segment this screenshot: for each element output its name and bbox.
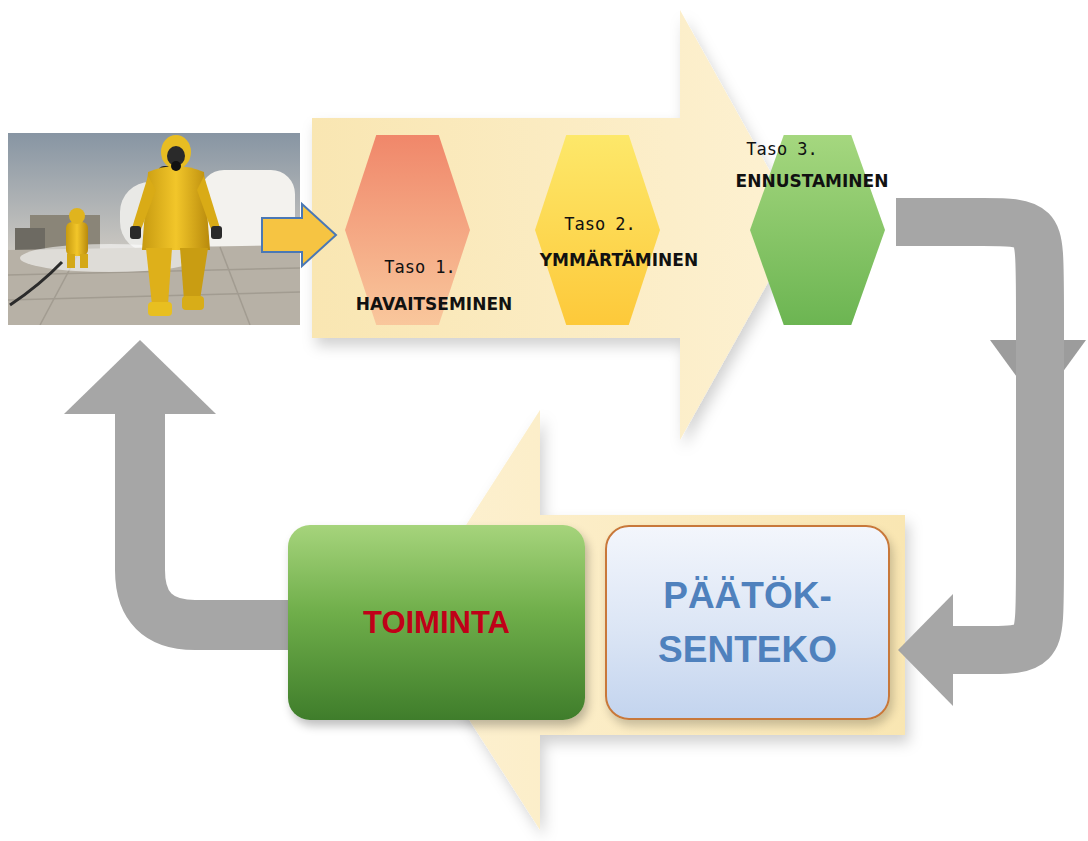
hazmat-photo-part: [171, 161, 181, 171]
action-box: TOIMINTA: [288, 525, 585, 720]
flow-band-arrow: [312, 10, 800, 440]
level-number: Taso 1.: [384, 258, 456, 278]
return-arrow: [140, 410, 300, 625]
hazmat-photo-part: [80, 254, 88, 268]
hazmat-photo-part: [148, 302, 172, 316]
hazmat-photo-part: [130, 226, 141, 239]
hazmat-photo-part: [146, 248, 172, 305]
hazmat-photo-part: [15, 228, 45, 250]
hexagon-outline: [318, 128, 554, 332]
decision-label: PÄÄTÖK- SENTEKO: [621, 569, 874, 676]
hazmat-photo-part: [8, 133, 300, 325]
hazmat-photo-part: [67, 254, 75, 268]
hexagon-outline: [728, 128, 896, 332]
action-label: TOIMINTA: [363, 605, 510, 641]
hazmat-photo: [8, 133, 300, 325]
hazmat-photo-part: [211, 226, 222, 239]
hazmat-photo-part: [182, 296, 204, 310]
hazmat-photo-part: [66, 222, 88, 256]
hazmat-photo-part: [142, 166, 210, 250]
level-hexagon: Taso 1. HAVAITSEMINEN: [318, 128, 554, 332]
hexagon-fill: [345, 135, 470, 325]
level-name: ENNUSTAMINEN: [736, 172, 889, 192]
hazmat-photo-part: [8, 245, 300, 325]
hazmat-photo-part: [132, 176, 156, 232]
hexagon-fill: [750, 135, 885, 325]
level-name: YMMÄRTÄMINEN: [540, 251, 698, 271]
return-arrow-head: [64, 340, 216, 414]
hazmat-photo-part: [220, 247, 250, 325]
decision-box: PÄÄTÖK- SENTEKO: [605, 525, 890, 720]
level-number: Taso 2.: [564, 215, 636, 235]
entry-arrow: [262, 204, 336, 266]
hazmat-photo-part: [197, 176, 220, 232]
level-number: Taso 3.: [746, 140, 818, 160]
level-hexagon: Taso 3. ENNUSTAMINEN: [728, 128, 896, 332]
level-hexagon: Taso 2. YMMÄRTÄMINEN: [512, 128, 726, 332]
hazmat-photo-part: [69, 208, 85, 224]
flow-band-arrow: [405, 410, 905, 830]
flow-connector: [896, 222, 1040, 706]
hazmat-photo-part: [180, 248, 208, 300]
level-name: HAVAITSEMINEN: [356, 295, 512, 315]
hexagon-fill: [535, 135, 660, 325]
connector-arrowhead: [898, 594, 953, 706]
connector-line: [896, 222, 1040, 650]
hexagon-outline: [512, 128, 726, 332]
hazmat-photo-part: [10, 262, 62, 305]
